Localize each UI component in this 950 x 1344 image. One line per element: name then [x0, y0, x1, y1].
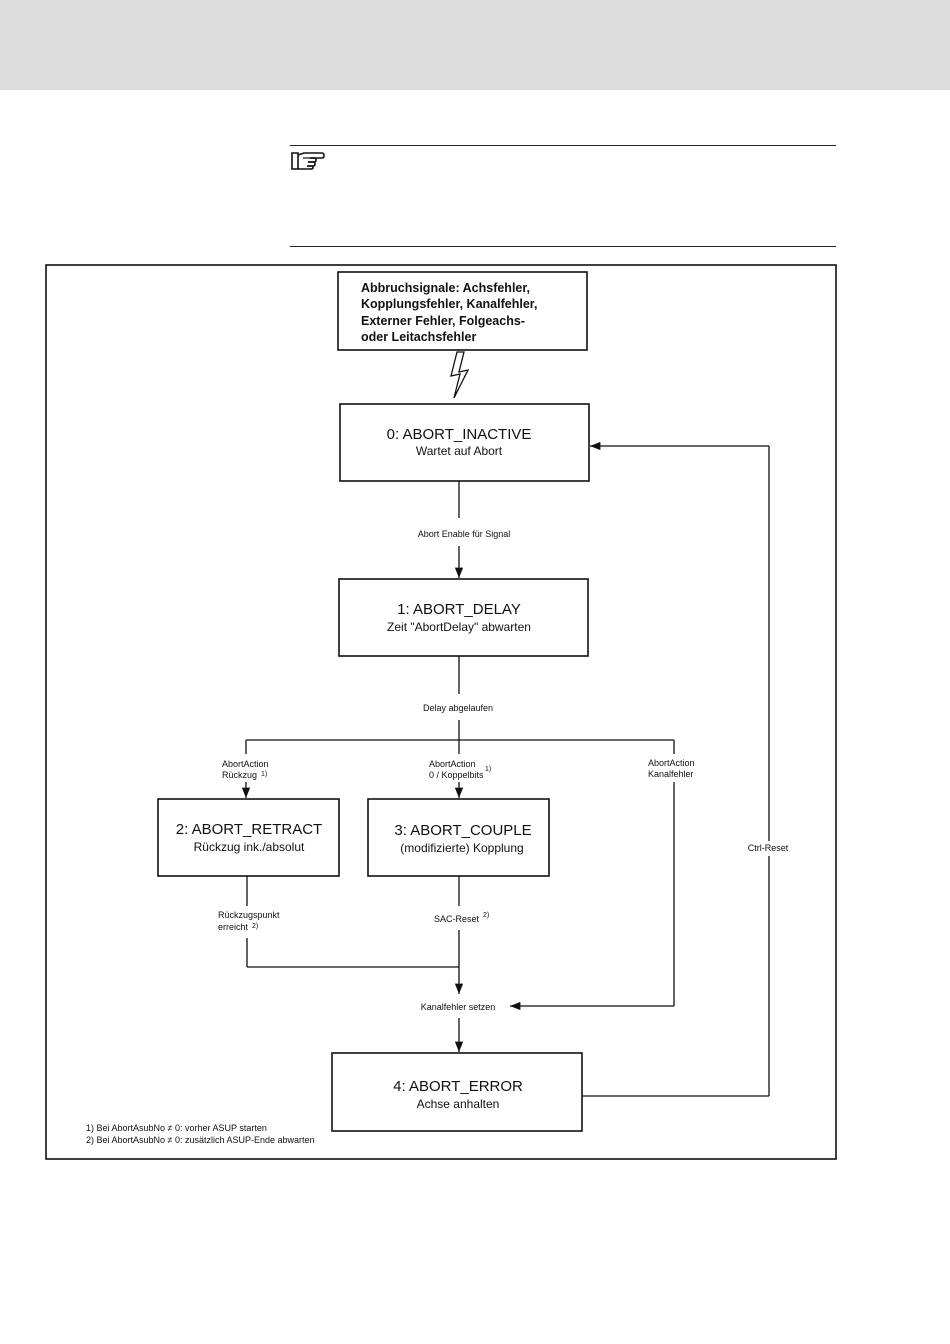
- state-2-subtitle: Rückzug ink./absolut: [194, 840, 305, 854]
- label-retract-point: Rückzugspunkt: [218, 910, 280, 920]
- label-couple-action-2: 0 / Koppelbits: [429, 770, 484, 780]
- state-2-title: 2: ABORT_RETRACT: [176, 821, 322, 838]
- state-1-title: 1: ABORT_DELAY: [397, 601, 521, 618]
- abort-signals-box: Abbruchsignale: Achsfehler, Kopplungsfeh…: [337, 271, 588, 351]
- signal-line-1: Abbruchsignale: Achsfehler,: [361, 281, 530, 295]
- page-header-band: [0, 0, 950, 90]
- label-couple-action: AbortAction: [429, 759, 476, 769]
- label-set-channel-error: Kanalfehler setzen: [421, 1002, 496, 1012]
- label-retract-point-2: erreicht: [218, 922, 249, 932]
- state-abort-couple: 3: ABORT_COUPLE (modifizierte) Kopplung: [367, 798, 550, 877]
- state-3-title: 3: ABORT_COUPLE: [394, 822, 531, 839]
- label-retract-point-sup: 2): [252, 923, 258, 930]
- label-abort-enable: Abort Enable für Signal: [418, 529, 511, 539]
- state-abort-delay: 1: ABORT_DELAY Zeit "AbortDelay" abwarte…: [338, 578, 589, 657]
- label-ctrl-reset: Ctrl-Reset: [748, 843, 789, 853]
- signal-line-2: Kopplungsfehler, Kanalfehler,: [361, 297, 537, 311]
- footnote-1: 1) Bei AbortAsubNo ≠ 0: vorher ASUP star…: [86, 1123, 267, 1133]
- state-1-subtitle: Zeit "AbortDelay" abwarten: [387, 620, 531, 634]
- state-abort-error: 4: ABORT_ERROR Achse anhalten: [331, 1052, 583, 1132]
- label-sac-reset-sup: 2): [483, 912, 489, 919]
- diagram-frame: [45, 264, 837, 1160]
- state-0-subtitle: Wartet auf Abort: [416, 444, 503, 458]
- state-4-title: 4: ABORT_ERROR: [393, 1078, 523, 1095]
- label-sac-reset: SAC-Reset: [434, 914, 480, 924]
- signal-line-4: oder Leitachsfehler: [361, 330, 476, 344]
- label-delay-done: Delay abgelaufen: [423, 703, 493, 713]
- label-retract-action-2: Rückzug: [222, 770, 257, 780]
- label-couple-sup: 1): [485, 766, 491, 773]
- state-abort-retract: 2: ABORT_RETRACT Rückzug ink./absolut: [157, 798, 340, 877]
- signal-line-3: Externer Fehler, Folgeachs-: [361, 314, 525, 328]
- pointing-hand-icon: [291, 152, 325, 170]
- label-retract-action: AbortAction: [222, 759, 269, 769]
- state-0-title: 0: ABORT_INACTIVE: [387, 426, 532, 443]
- state-abort-inactive: 0: ABORT_INACTIVE Wartet auf Abort: [339, 403, 590, 482]
- label-channel-action: AbortAction: [648, 758, 695, 768]
- label-retract-sup: 1): [261, 771, 267, 778]
- lightning-icon: [450, 351, 470, 399]
- state-3-subtitle: (modifizierte) Kopplung: [400, 841, 523, 855]
- state-4-subtitle: Achse anhalten: [417, 1097, 500, 1111]
- label-channel-action-2: Kanalfehler: [648, 769, 694, 779]
- footnote-2: 2) Bei AbortAsubNo ≠ 0: zusätzlich ASUP-…: [86, 1135, 315, 1145]
- note-top-rule: [290, 145, 836, 146]
- note-bottom-rule: [290, 246, 836, 247]
